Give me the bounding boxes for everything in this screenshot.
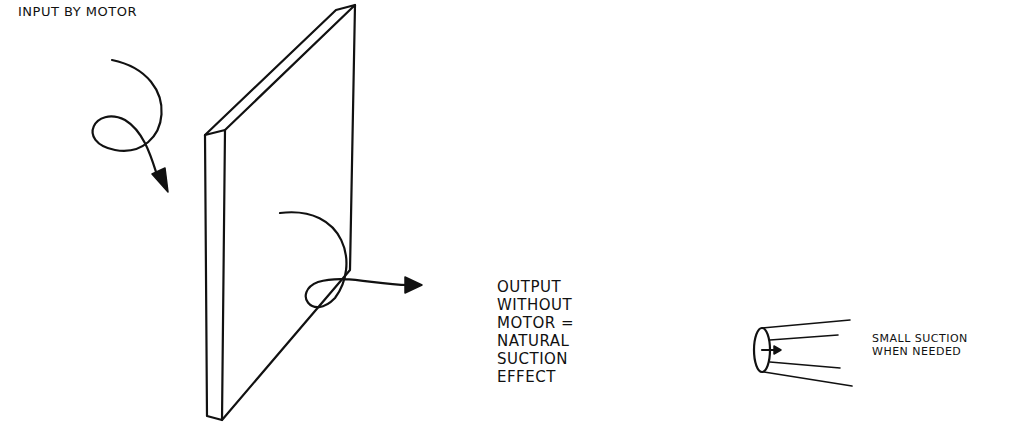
panel-hidden [338, 12, 339, 265]
output-arrowhead [405, 277, 422, 293]
input-arrow [93, 60, 162, 178]
suction-note: SMALL SUCTION WHEN NEEDED [872, 332, 982, 358]
panel-edge [205, 130, 225, 420]
suction-arrowhead [774, 346, 781, 354]
panel-top [205, 5, 355, 135]
output-note: OUTPUT WITHOUT MOTOR = NATURAL SUCTION E… [497, 278, 609, 386]
input-arrowhead [152, 168, 168, 192]
input-note: INPUT BY MOTOR [18, 4, 188, 20]
output-arrow [280, 212, 408, 307]
suction-cone [762, 320, 852, 386]
